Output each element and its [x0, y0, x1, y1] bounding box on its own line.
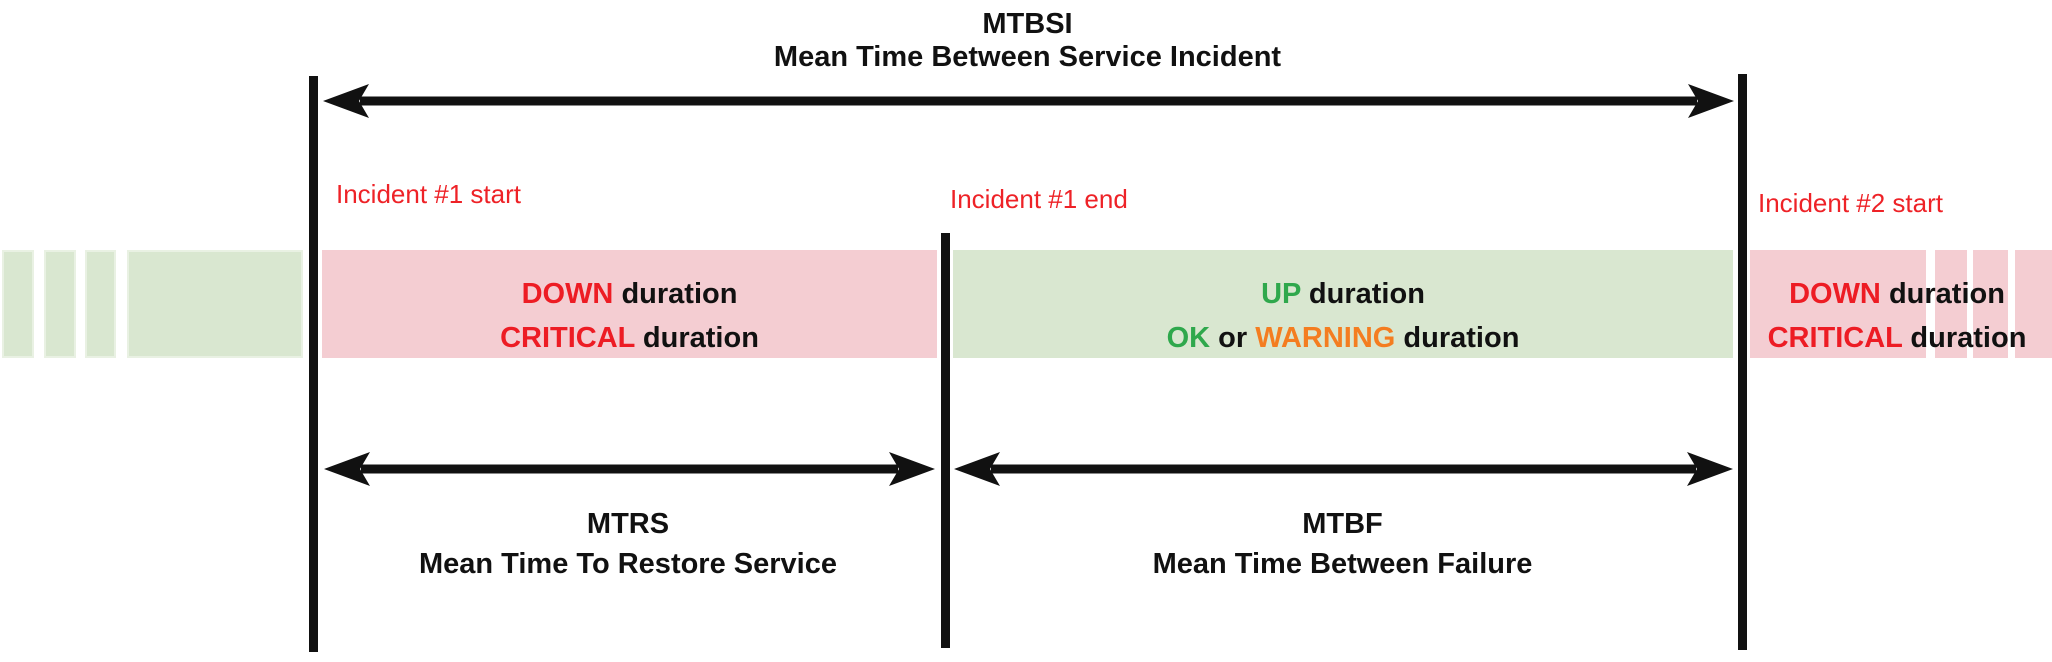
downtime-segment [1935, 250, 1967, 358]
uptime-segment [127, 250, 303, 358]
up-line2-rest: duration [1395, 322, 1520, 354]
up-band [953, 250, 1733, 358]
down1-line1-rest: duration [613, 278, 738, 310]
downtime-segment [2015, 250, 2052, 358]
mtbf-arrow [954, 452, 1733, 486]
down1-line2-rest: duration [634, 322, 759, 354]
down-band-incident-2 [1750, 250, 1926, 358]
mtrs-full: Mean Time To Restore Service [419, 548, 837, 580]
mtbsi-arrowhead-left [323, 84, 369, 118]
mtrs-arrowhead-right [889, 452, 935, 486]
critical-keyword: CRITICAL [500, 322, 635, 354]
down1-line2: CRITICAL duration [322, 316, 937, 360]
mtrs-abbr: MTRS [586, 508, 670, 540]
up-line2: OK or WARNING duration [953, 316, 1733, 360]
mtbsi-arrow [323, 84, 1734, 118]
mtbf-abbr: MTBF [1302, 508, 1383, 540]
diagram-title: MTBSI Mean Time Between Service Incident [313, 8, 1742, 74]
mtbsi-arrowhead-right [1688, 84, 1734, 118]
uptime-segment [85, 250, 116, 358]
down2-line1: DOWN duration [1742, 272, 2052, 316]
downtime-segment [1973, 250, 2008, 358]
incident-1-end-bar [941, 233, 950, 648]
mtbf-full: Mean Time Between Failure [1152, 548, 1533, 580]
critical-keyword: CRITICAL [1767, 322, 1903, 354]
title-abbr: MTBSI [982, 8, 1073, 40]
incident-1-start-label: Incident #1 start [336, 179, 521, 209]
ok-keyword: OK [1166, 322, 1211, 354]
mtrs-label-block: MTRS Mean Time To Restore Service [313, 504, 943, 584]
title-full: Mean Time Between Service Incident [773, 41, 1282, 73]
down1-band-text: DOWN duration CRITICAL duration [322, 272, 937, 360]
down2-band-text: DOWN duration CRITICAL duration [1742, 272, 2052, 360]
uptime-segment [44, 250, 76, 358]
mtbf-arrowhead-left [954, 452, 1000, 486]
mtbf-label-block: MTBF Mean Time Between Failure [943, 504, 1742, 584]
up-line1: UP duration [953, 272, 1733, 316]
uptime-segment [2, 250, 34, 358]
up-line2-or: or [1210, 322, 1256, 354]
warning-keyword: WARNING [1255, 322, 1396, 354]
up-band-text: UP duration OK or WARNING duration [953, 272, 1733, 360]
incident-2-start-label: Incident #2 start [1758, 188, 1943, 218]
down1-line1: DOWN duration [322, 272, 937, 316]
down2-line2: CRITICAL duration [1742, 316, 2052, 360]
up-keyword: UP [1261, 278, 1301, 310]
down-keyword: DOWN [1789, 278, 1881, 310]
mtrs-arrowhead-left [324, 452, 370, 486]
down2-line2-rest: duration [1902, 322, 2027, 354]
down2-line1-rest: duration [1880, 278, 2005, 310]
down-keyword: DOWN [521, 278, 614, 310]
incident-1-end-label: Incident #1 end [950, 184, 1128, 214]
up-line1-rest: duration [1300, 278, 1425, 310]
mtrs-arrow [324, 452, 935, 486]
down-band-incident-1 [322, 250, 937, 358]
mtbf-arrowhead-right [1687, 452, 1733, 486]
